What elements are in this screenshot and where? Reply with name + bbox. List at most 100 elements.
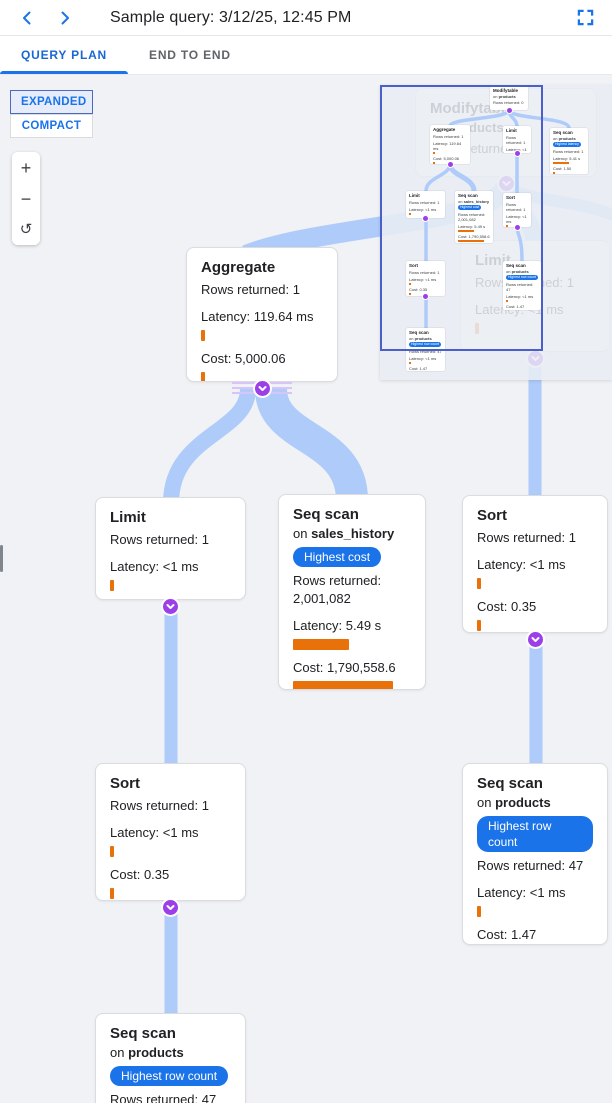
zoom-reset-button[interactable]: ↺ (12, 214, 40, 245)
node-metric: Cost: 0.35 (409, 287, 442, 295)
metric-bar (506, 300, 508, 302)
node-badge: Highest latency (553, 142, 581, 147)
metric-bar (477, 620, 481, 631)
zoom-out-button[interactable]: − (12, 183, 40, 214)
node-title: Seq scan (553, 130, 573, 135)
node-table-name: on sales_history (458, 199, 490, 204)
node-metric: Latency: 5.49 s (293, 617, 411, 650)
tab-end-to-end[interactable]: END TO END (149, 48, 231, 62)
fullscreen-button[interactable] (566, 3, 604, 33)
node-title: Seq scan (506, 263, 526, 268)
tab-query-plan[interactable]: QUERY PLAN (0, 36, 129, 74)
node-metric: Rows returned: 47 (477, 858, 584, 873)
metric-bar (293, 681, 393, 689)
metric-bar (110, 846, 114, 857)
title-bar: Sample query: 3/12/25, 12:45 PM (0, 0, 612, 36)
node-metric: Rows returned: 47 (110, 1092, 217, 1103)
node-metric: Cost: 1.47 (409, 366, 442, 371)
back-button[interactable] (8, 3, 46, 33)
node-table-name: on products (409, 336, 432, 341)
metric-bar (409, 293, 411, 295)
metric-bar (409, 283, 411, 285)
chevron-right-icon (61, 11, 69, 24)
plus-icon: + (20, 157, 32, 178)
metric-bar (477, 906, 481, 917)
node-metric: Rows returned: 1 (477, 530, 576, 545)
collapse-chevron-icon[interactable] (527, 631, 543, 647)
collapse-chevron-icon[interactable] (254, 380, 270, 396)
collapse-chevron-icon[interactable] (163, 899, 178, 915)
plan-edge (163, 388, 256, 504)
node-title: Aggregate (201, 259, 276, 276)
node-metric: Latency: <1 ms (506, 147, 528, 153)
metric-bar (553, 162, 569, 164)
node-metric: Cost: 5,000.06 (433, 156, 467, 164)
minimap-viewport[interactable] (380, 85, 543, 351)
node-title: Sort (506, 195, 515, 200)
node-title: Aggregate (433, 127, 456, 132)
node-metric: Latency: <1 ms (477, 556, 593, 589)
metric-bar (477, 578, 481, 589)
scrollbar-thumb[interactable] (0, 545, 3, 572)
tab-bar: QUERY PLAN END TO END (0, 36, 612, 75)
node-title: Seq scan (293, 506, 359, 523)
node-badge: Highest row count (409, 342, 442, 347)
collapse-dot (447, 161, 453, 167)
metric-bar (201, 372, 205, 381)
node-metric: Latency: 5.49 s (458, 224, 490, 232)
compact-button[interactable]: COMPACT (10, 114, 93, 138)
node-metric: Latency: <1 ms (110, 558, 231, 591)
minus-icon: − (20, 188, 32, 209)
node-metric: Cost: 5,000.06 (201, 350, 323, 381)
node-metric: Cost: 0.35 (477, 598, 593, 631)
metric-bar (433, 162, 435, 164)
node-badge: Highest cost (293, 547, 382, 567)
node-table-name: on products (477, 795, 551, 810)
node-metric: Latency: <1 ms (506, 214, 528, 227)
node-metric: Cost: 1.50 (553, 166, 585, 174)
node-metric: Rows returned: 1 (110, 798, 209, 813)
metric-bar (506, 225, 508, 227)
node-metric: Latency: 119.64 ms (433, 141, 467, 154)
node-title: Limit (506, 128, 517, 133)
node-metric: Latency: <1 ms (110, 824, 231, 857)
expanded-button[interactable]: EXPANDED (10, 90, 93, 114)
node-table-name: on products (506, 269, 529, 274)
collapse-dot (423, 215, 428, 221)
node-table-name: on sales_history (293, 526, 395, 541)
node-metric: Latency: 119.64 ms (201, 308, 323, 341)
chevron-left-icon (23, 11, 31, 24)
zoom-in-button[interactable]: + (12, 152, 40, 183)
node-metric: Rows returned: 1 (553, 149, 584, 154)
node-metric: Rows returned: 1 (409, 200, 440, 205)
reset-rotate-icon: ↺ (19, 221, 33, 238)
node-metric: Rows returned: 1 (201, 282, 300, 297)
node-metric: Latency: <1 ms (409, 207, 442, 215)
collapse-dot (514, 150, 520, 156)
node-metric: Rows returned: 1 (409, 270, 440, 275)
node-title: Sort (409, 263, 418, 268)
node-badge: Highest cost (458, 205, 482, 210)
node-badge: Highest row count (110, 1066, 229, 1086)
node-title: Seq scan (110, 1025, 176, 1042)
forward-button[interactable] (46, 3, 84, 33)
collapse-chevron-icon[interactable] (163, 598, 178, 614)
collapse-dot (423, 293, 428, 299)
node-metric: Rows returned: 1 (110, 532, 209, 547)
collapse-dot (514, 224, 520, 230)
node-title: Modifytable (493, 88, 519, 93)
node-metric: Cost: 1,790,558.6 (458, 234, 490, 242)
metric-bar (553, 172, 555, 174)
node-metric: Cost: 0.35 (110, 866, 231, 899)
